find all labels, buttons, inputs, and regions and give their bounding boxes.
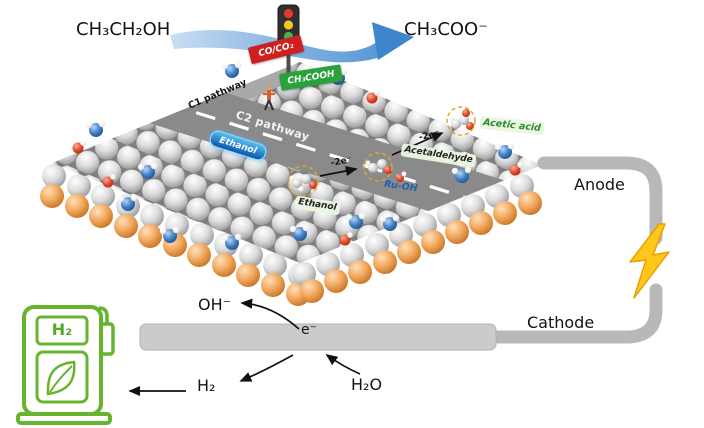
lightning-icon: [629, 223, 670, 299]
cathode-bar: [139, 323, 497, 351]
anode-wire: [537, 156, 663, 245]
reactant-formula: CH₃CH₂OH: [76, 19, 171, 40]
h2-arrow: [239, 354, 294, 382]
oh-arrow: [240, 298, 300, 330]
h2o-arrow: [325, 353, 361, 375]
water-label: H₂O: [351, 375, 383, 394]
electron-label: e⁻: [301, 322, 318, 338]
pump-h2-label: H₂: [51, 320, 73, 339]
person-icon: [263, 83, 275, 111]
fuel-pump-icon: [16, 305, 115, 425]
electron-step-arrow-2: [391, 132, 444, 156]
acetic-acid-molecule: [446, 106, 476, 136]
leaf-icon: [46, 360, 76, 396]
product-formula: CH₃COO⁻: [404, 19, 488, 40]
anode-label: Anode: [574, 175, 625, 194]
cathode-wire: [487, 283, 663, 344]
electron-step-arrow-1: [319, 165, 358, 177]
hydrogen-label: H₂: [197, 376, 216, 395]
cathode-label: Cathode: [527, 313, 595, 332]
acetaldehyde-molecule: [363, 152, 407, 182]
hydroxide-label: OH⁻: [198, 295, 232, 314]
